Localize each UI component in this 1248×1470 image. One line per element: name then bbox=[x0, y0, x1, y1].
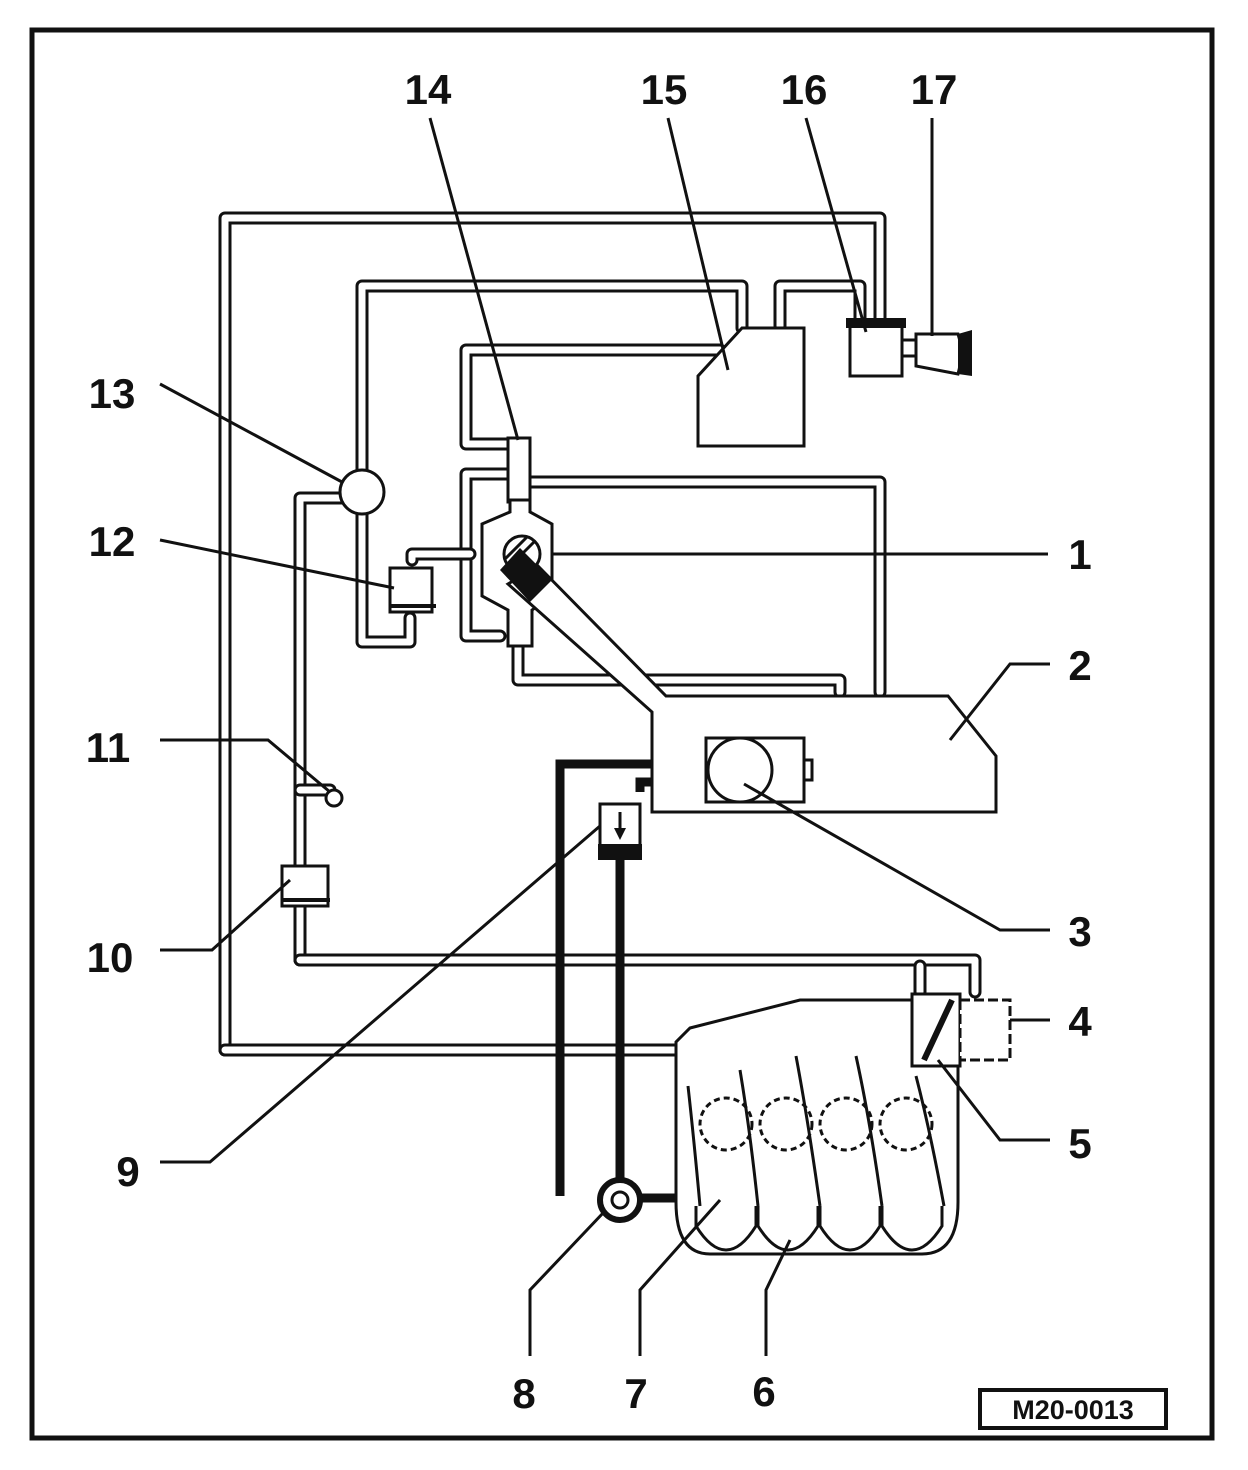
component-13-sensor bbox=[338, 468, 386, 516]
component-17-plug bbox=[958, 330, 972, 376]
component-9-arrowhead bbox=[614, 828, 626, 840]
component-3-element bbox=[706, 736, 774, 804]
throttle-plate-shaft-2 bbox=[502, 534, 530, 562]
component-9-base bbox=[598, 844, 642, 860]
component-17-stub bbox=[900, 338, 918, 358]
component-3-port bbox=[802, 758, 814, 782]
component-6-engine-block bbox=[674, 998, 960, 1256]
callout-3: 3 bbox=[1068, 908, 1091, 955]
cylinder-bottoms bbox=[694, 1206, 944, 1252]
component-16-cap bbox=[846, 318, 906, 328]
callout-11: 11 bbox=[86, 724, 130, 771]
callout-16: 16 bbox=[781, 66, 828, 113]
callout-10: 10 bbox=[87, 934, 134, 981]
component-14-valve bbox=[506, 436, 532, 504]
callout-14: 14 bbox=[405, 66, 452, 113]
callout-4: 4 bbox=[1068, 998, 1092, 1045]
callout-6: 6 bbox=[752, 1368, 775, 1415]
leader-lines bbox=[159, 117, 1050, 1356]
diagram-frame bbox=[29, 27, 1215, 1441]
component-17-connector bbox=[914, 332, 963, 376]
callout-5: 5 bbox=[1068, 1120, 1091, 1167]
callout-8: 8 bbox=[512, 1370, 535, 1417]
callout-12: 12 bbox=[89, 518, 136, 565]
callout-2: 2 bbox=[1068, 642, 1091, 689]
callout-17: 17 bbox=[911, 66, 958, 113]
component-8-junction-core bbox=[610, 1190, 630, 1210]
component-2-intake-duct bbox=[505, 564, 998, 814]
callout-15: 15 bbox=[641, 66, 688, 113]
component-11-sensor bbox=[324, 788, 344, 808]
hose-network bbox=[218, 211, 982, 1057]
cylinder-bores bbox=[698, 1096, 934, 1152]
component-5-flap bbox=[921, 998, 955, 1062]
component-16-valve bbox=[848, 320, 904, 378]
component-4-inner bbox=[970, 1008, 1000, 1052]
callout-13: 13 bbox=[89, 370, 136, 417]
intake-runners bbox=[686, 1055, 946, 1207]
reference-code-box bbox=[978, 1388, 1168, 1430]
callout-labels: 1 2 3 4 5 6 7 8 9 10 11 12 13 14 15 16 1… bbox=[86, 66, 1093, 1417]
callout-7: 7 bbox=[624, 1370, 647, 1417]
callout-1: 1 bbox=[1068, 531, 1091, 578]
callout-9: 9 bbox=[116, 1148, 139, 1195]
intake-flange bbox=[500, 548, 552, 602]
reference-code: M20-0013 bbox=[1012, 1395, 1134, 1425]
